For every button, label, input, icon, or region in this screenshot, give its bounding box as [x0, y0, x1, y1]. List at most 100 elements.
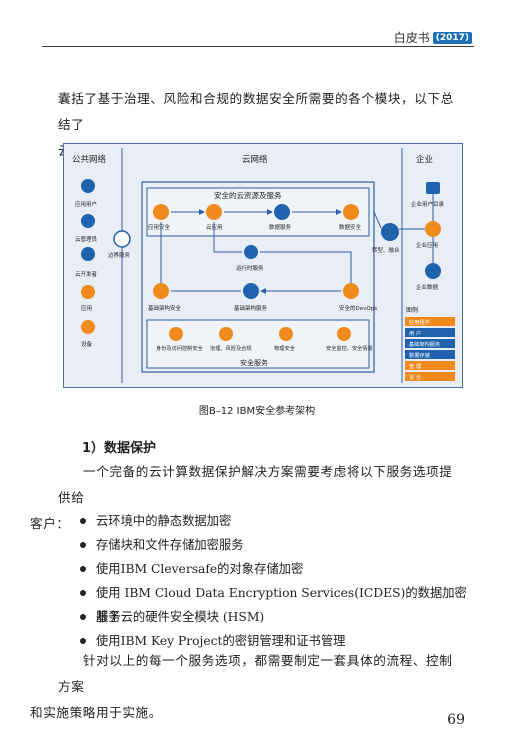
devops-icon: [343, 283, 359, 299]
infra-security-icon: [153, 283, 169, 299]
monitoring-icon: [337, 327, 351, 341]
legend-title: 图例: [406, 306, 418, 314]
security-item-1: 治理、风险及合规: [210, 344, 252, 352]
bullet-item: 使用 IBM Cloud Data Encryption Services(IC…: [80, 581, 470, 624]
runtime-label: 运行时服务: [236, 264, 264, 272]
public-item-1: 云管理员: [75, 235, 98, 243]
bullet-dot-icon: [80, 566, 86, 572]
legend-item-4: 管 理: [409, 362, 422, 370]
cloud-item-3: 数据安全: [339, 223, 362, 231]
enterprise-data-icon: [425, 263, 441, 279]
legend-item-1: 用 户: [409, 329, 421, 337]
data-service-icon: [274, 204, 290, 220]
devops-label: 安全的DevOps: [339, 304, 377, 312]
bullet-dot-icon: [80, 590, 86, 596]
bullet-item: 使用IBM Key Project的密钥管理和证书管理: [80, 629, 470, 653]
legend-item-5: 安 全: [409, 373, 422, 381]
closing-paragraph: 针对以上的每一个服务选项，都需要制定一套具体的流程、控制方案 和实施策略用于实施…: [30, 648, 463, 726]
public-item-4: 设备: [81, 340, 93, 348]
bullet-dot-icon: [80, 542, 86, 548]
app-security-icon: [153, 204, 169, 220]
cloud-item-0: 应用安全: [148, 223, 171, 231]
enterprise-app-icon: [425, 221, 441, 237]
public-item-3: 应用: [81, 304, 92, 312]
app-icon: [81, 285, 95, 299]
body-line-1: 一个完备的云计算数据保护解决方案需要考虑将以下服务选项提供给: [58, 464, 453, 505]
security-services-box: [146, 319, 370, 369]
security-services-title: 安全服务: [240, 358, 268, 367]
bullet-text: 云环境中的静态数据加密: [96, 514, 232, 528]
security-item-2: 物理安全: [274, 344, 296, 352]
legend-swatch-3: [405, 350, 455, 359]
body-line-2: 客户：: [30, 516, 70, 531]
infra-security-label: 基础架构安全: [148, 304, 182, 312]
app-user-icon: [81, 179, 95, 193]
col-cloud-label: 云网络: [242, 154, 268, 165]
header-year-badge: (2017): [432, 31, 472, 44]
closing-line-1: 针对以上的每一个服务选项，都需要制定一套具体的流程、控制方案: [58, 653, 453, 694]
bullet-text: 存储块和文件存储加密服务: [96, 538, 244, 552]
bullet-item: 基于云的硬件安全模块 (HSM): [80, 605, 470, 629]
infra-service-icon: [243, 283, 259, 299]
header-title: 白皮书: [393, 31, 430, 45]
public-user-group: 应用用户 云管理员 云开发者 应用 设备: [75, 179, 98, 348]
edge-label: 边界服务: [108, 251, 131, 259]
cloud-box-title: 安全的云资源及服务: [214, 190, 282, 200]
security-item-0: 身份及访问控制安全: [156, 344, 204, 352]
bullet-text: 基于云的硬件安全模块 (HSM): [96, 610, 265, 624]
bullet-dot-icon: [80, 614, 86, 620]
architecture-figure: 公共网络 云网络 企业 应用用户 云管理员 云开发者 应用 设备 边界服务 安全…: [63, 143, 463, 388]
bullet-dot-icon: [80, 518, 86, 524]
bullet-text: 使用 IBM Cloud Data Encryption Services(IC…: [96, 586, 467, 624]
legend-swatch-2: [405, 339, 455, 348]
legend-item-2: 基础架构服务: [409, 340, 440, 348]
page-number: 69: [447, 712, 465, 728]
governance-icon: [219, 327, 233, 341]
legend-swatch-4: [405, 361, 455, 370]
bullet-item: 云环境中的静态数据加密: [80, 509, 470, 533]
bullet-dot-icon: [80, 638, 86, 644]
bullet-text: 使用IBM Key Project的密钥管理和证书管理: [96, 634, 346, 648]
public-item-2: 云开发者: [75, 270, 98, 278]
data-security-icon: [343, 204, 359, 220]
legend-item-3: 数据存储: [409, 351, 430, 359]
infra-service-label: 基础架构服务: [234, 304, 268, 312]
figure-caption: 图B–12 IBM安全参考架构: [198, 406, 316, 417]
transform-label: 转型、融合: [372, 246, 400, 254]
public-item-0: 应用用户: [75, 200, 97, 208]
legend-swatch-1: [405, 328, 455, 337]
legend-swatch-5: [405, 372, 455, 381]
legend-item-0: 应用组件: [409, 318, 430, 326]
cloud-developer-icon: [81, 247, 95, 261]
cloud-admin-icon: [81, 214, 95, 228]
running-header: 白皮书 (2017): [394, 29, 472, 46]
cloud-app-icon: [206, 204, 222, 220]
line-cloud-to-transform: [373, 211, 382, 229]
enterprise-item-1: 企业应用: [416, 241, 438, 249]
edge-service-icon: [113, 230, 131, 248]
runtime-icon: [244, 245, 258, 259]
intro-line-1: 囊括了基于治理、风险和合规的数据安全所需要的各个模块，以下总结了: [58, 91, 454, 132]
security-item-3: 安全监控、安全情报: [326, 344, 373, 352]
legend-swatch-0: [405, 317, 455, 326]
legend: 应用组件 用 户 基础架构服务 数据存储 管 理 安 全: [405, 317, 455, 381]
physical-security-icon: [279, 327, 293, 341]
bullet-list: 云环境中的静态数据加密 存储块和文件存储加密服务 使用IBM Cleversaf…: [80, 509, 470, 653]
header-rule: [42, 46, 474, 47]
enterprise-directory-icon: [426, 182, 440, 194]
body-paragraph: 一个完备的云计算数据保护解决方案需要考虑将以下服务选项提供给 客户：: [30, 459, 463, 537]
identity-icon: [169, 327, 183, 341]
col-public-label: 公共网络: [72, 154, 107, 165]
section-heading: 1）数据保护: [82, 441, 157, 456]
enterprise-item-2: 企业数据: [416, 283, 439, 291]
bullet-item: 存储块和文件存储加密服务: [80, 533, 470, 557]
enterprise-item-0: 企业用户目录: [411, 200, 445, 208]
transform-icon: [381, 223, 399, 241]
device-icon: [81, 320, 95, 334]
architecture-diagram: 公共网络 云网络 企业 应用用户 云管理员 云开发者 应用 设备 边界服务 安全…: [72, 148, 455, 383]
arrow-cloud-app-to-runtime: [213, 222, 242, 253]
line-runtime-to-devops: [260, 251, 352, 284]
cloud-network-box: [141, 181, 375, 373]
closing-line-2: 和实施策略用于实施。: [30, 705, 162, 720]
cloud-item-2: 数据服务: [269, 223, 292, 231]
